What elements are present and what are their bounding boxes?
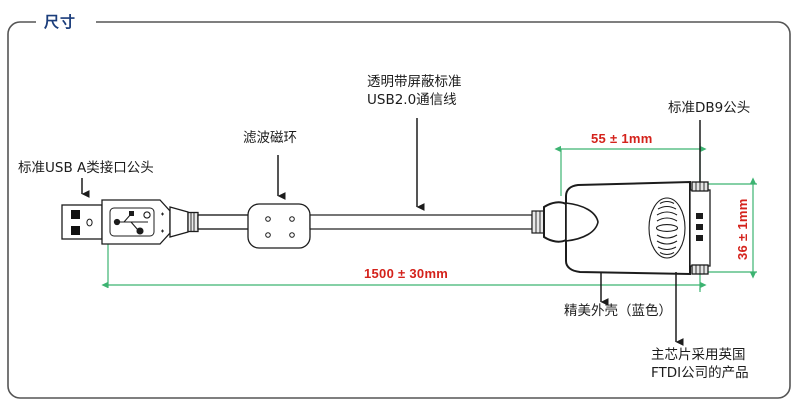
label-usb-cable-line1: 透明带屏蔽标准 <box>367 74 462 90</box>
dimension-housing-length: 55 ± 1mm <box>591 131 653 146</box>
label-ftdi-chip-line1: 主芯片采用英国 <box>651 347 746 363</box>
label-usb-a-connector: 标准USB A类接口公头 <box>18 160 154 176</box>
dimension-housing-height: 36 ± 1mm <box>735 198 750 260</box>
strain-relief <box>169 206 199 238</box>
converter-body <box>543 180 691 276</box>
ferrite-core <box>247 203 311 249</box>
cable-collar <box>531 210 545 234</box>
leader-lines <box>81 118 701 346</box>
db9-plug <box>689 181 711 275</box>
label-ftdi-chip-line2: FTDI公司的产品 <box>651 365 749 381</box>
label-usb-cable-line2: USB2.0通信线 <box>367 92 457 108</box>
label-enclosure: 精美外壳（蓝色） <box>564 303 672 319</box>
usb-a-plug <box>61 199 171 245</box>
panel-title: 尺寸 <box>44 13 77 31</box>
frame-border <box>7 21 791 399</box>
usb-cable-right <box>309 214 533 230</box>
grille-icon <box>648 197 686 259</box>
usb-cable-left <box>197 214 251 230</box>
label-db9-connector: 标准DB9公头 <box>668 100 751 116</box>
dimension-total-length: 1500 ± 30mm <box>364 266 449 281</box>
label-ferrite-core: 滤波磁环 <box>243 130 297 146</box>
